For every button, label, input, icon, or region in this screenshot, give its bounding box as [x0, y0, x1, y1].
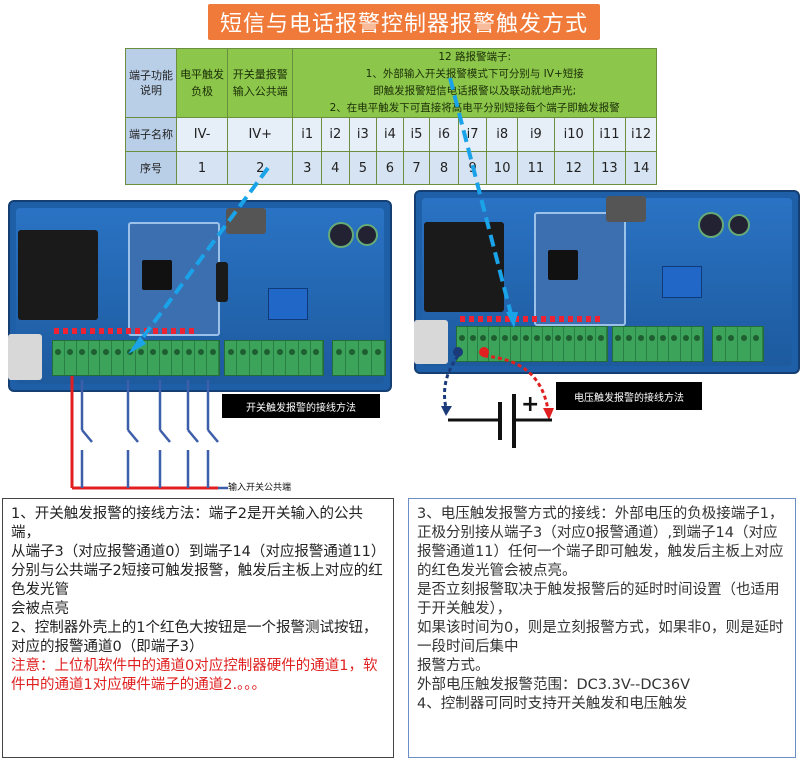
right-para-3: 如果该时间为0，则是立刻报警方式，如果非0，则是延时一段时间后集中	[417, 620, 784, 655]
terminal-name: i11	[592, 117, 627, 152]
db9-port	[226, 208, 266, 234]
terminal-name: i4	[376, 117, 404, 152]
controller-board-left	[8, 200, 392, 392]
terminal-number: 14	[625, 151, 657, 185]
terminal-name: i10	[553, 117, 594, 152]
arrow-head	[506, 312, 518, 328]
left-para-6: 对应的报警通道0（即端子3）	[11, 639, 204, 655]
row-label-number: 序号	[124, 151, 178, 185]
desc-title: 12 路报警端子:	[438, 51, 512, 63]
capacitor	[728, 214, 750, 236]
terminal-number: 10	[486, 151, 519, 185]
battery-positive-sign: +	[521, 392, 540, 417]
db9-port	[606, 196, 646, 222]
capacitor	[328, 222, 354, 248]
capacitor	[698, 212, 724, 238]
right-para-6: 4、控制器可同时支持开关触发和电压触发	[417, 696, 688, 712]
relay	[662, 266, 702, 298]
terminal-name: i1	[292, 117, 323, 152]
chip	[548, 250, 578, 280]
terminal-name: IV+	[227, 117, 294, 152]
terminal-name: i9	[517, 117, 555, 152]
terminal-number: 2	[227, 151, 294, 185]
chip	[142, 260, 172, 290]
left-para-3: 分别与公共端子2短接可触发报警，触发后主板上对应的红色发光管	[11, 563, 383, 598]
terminal-number: 4	[321, 151, 350, 185]
desc-line2: 即触发报警短信电话报警以及联动就地声光;	[373, 85, 577, 97]
led-row	[460, 316, 600, 322]
switch-wiring	[70, 376, 228, 490]
left-note: 注意：上位机软件中的通道0对应控制器硬件的通道1，软件中的通道1对应硬件端子的通…	[11, 658, 378, 693]
usb-port	[8, 334, 42, 380]
terminal-number: 8	[429, 151, 459, 185]
func-description: 12 路报警端子: 1、外部输入开关报警模式下可分别与 IV+短接 即触发报警短…	[292, 48, 657, 118]
terminal-name: i12	[625, 117, 657, 152]
terminal-table: 端子功能说明 电平触发负极 开关量报警输入公共端 12 路报警端子: 1、外部输…	[124, 48, 657, 185]
terminal-number: 12	[553, 151, 594, 185]
caption-voltage-wiring: 电压触发报警的接线方法	[556, 382, 702, 410]
terminal-1-point	[453, 347, 463, 357]
func-col1: 电平触发负极	[176, 48, 229, 118]
relay	[268, 288, 308, 320]
terminal-strip-3	[712, 326, 764, 362]
terminal-name: i8	[486, 117, 519, 152]
terminal-3-point	[479, 347, 489, 357]
terminal-strip-2	[224, 340, 324, 376]
switch-contact	[207, 429, 219, 443]
terminal-number: 11	[517, 151, 555, 185]
terminal-number: 5	[348, 151, 378, 185]
terminal-name: i5	[402, 117, 431, 152]
terminal-name: IV-	[176, 117, 229, 152]
negative-lead	[443, 355, 460, 409]
page-title: 短信与电话报警控制器报警触发方式	[208, 4, 600, 40]
desc-line3: 2、在电平触发下可直接将高电平分别短接每个端子即触发报警	[329, 102, 620, 114]
terminal-strip-1	[456, 326, 608, 362]
row-label-name: 端子名称	[124, 117, 178, 152]
arrow-head	[441, 406, 452, 416]
label-common-input: 输入开关公共端	[228, 483, 292, 493]
right-para-1: 3、电压触发报警方式的接线：外部电压的负极接端子1，正极分别接从端子3（对应0报…	[417, 506, 784, 579]
gsm-module	[18, 230, 98, 320]
caption-switch-wiring: 开关触发报警的接线方法	[222, 394, 380, 418]
terminal-name: i6	[429, 117, 459, 152]
wiring-overlay	[70, 77, 554, 490]
right-para-5: 外部电压触发报警范围：DC3.3V--DC36V	[417, 677, 691, 693]
arrow-head	[543, 408, 554, 420]
pointer-arrow-right	[448, 77, 514, 319]
terminal-strip-2	[612, 326, 704, 362]
right-para-2: 是否立刻报警取决于触发报警后的延时时间设置（也适用于开关触发），	[417, 582, 780, 617]
left-para-4: 会被点亮	[11, 601, 69, 617]
switch-trigger-explanation: 1、开关触发报警的接线方法：端子2是开关输入的公共端， 从端子3（对应报警通道0…	[2, 498, 394, 758]
capacitor	[356, 224, 378, 246]
terminal-number: 7	[402, 151, 431, 185]
terminal-name: i3	[348, 117, 378, 152]
switch-contact	[81, 429, 93, 443]
switch-contact	[127, 429, 139, 443]
usb-port	[414, 320, 448, 364]
func-col2: 开关量报警输入公共端	[227, 48, 294, 118]
right-para-4: 报警方式。	[417, 658, 490, 674]
left-para-2: 从端子3（对应报警通道0）到端子14（对应报警通道11）	[11, 544, 386, 560]
switch-contact	[187, 429, 199, 443]
terminal-name: i2	[321, 117, 350, 152]
switch-contact	[159, 429, 171, 443]
arrow-head	[128, 336, 146, 354]
left-para-1: 1、开关触发报警的接线方法：端子2是开关输入的公共端，	[11, 506, 363, 541]
terminal-number: 13	[592, 151, 627, 185]
left-para-5: 2、控制器外壳上的1个红色大按钮是一个报警测试按钮，	[11, 620, 378, 636]
positive-lead	[483, 354, 550, 411]
terminal-number: 3	[292, 151, 323, 185]
pointer-arrow-left	[133, 166, 270, 350]
terminal-strip-3	[332, 340, 386, 376]
row-label-func: 端子功能说明	[124, 48, 178, 118]
voltage-trigger-explanation: 3、电压触发报警方式的接线：外部电压的负极接端子1，正极分别接从端子3（对应0报…	[408, 498, 796, 758]
voltage-wiring	[441, 347, 554, 448]
desc-line1: 1、外部输入开关报警模式下可分别与 IV+短接	[365, 68, 584, 80]
mcu-module	[128, 222, 220, 336]
pin-header	[216, 262, 228, 302]
